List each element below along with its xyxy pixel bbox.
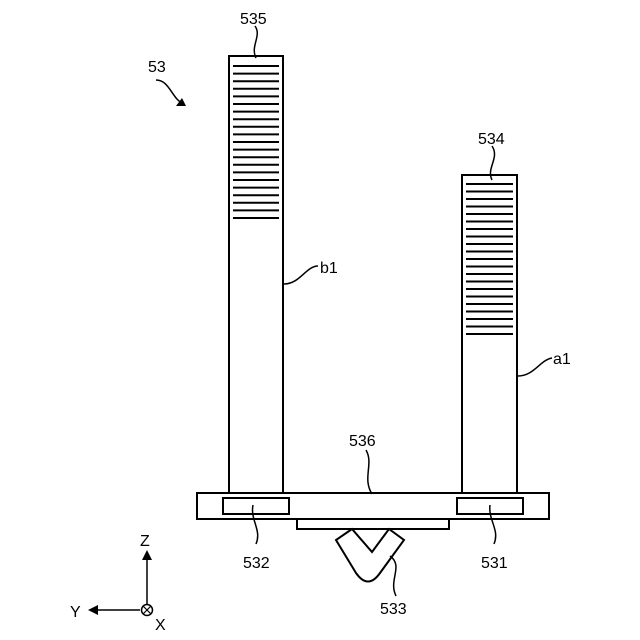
right-column-hatching — [466, 184, 513, 334]
axis-label-z: Z — [140, 533, 150, 550]
axis-label-x: X — [155, 617, 166, 634]
leader-b1 — [284, 266, 318, 284]
label-532: 532 — [243, 555, 270, 572]
z-axis-arrowhead — [142, 550, 152, 560]
y-axis-arrowhead — [88, 605, 98, 615]
leader-535 — [254, 26, 257, 58]
leader-536 — [366, 450, 372, 494]
assembly-arrow — [156, 80, 184, 104]
label-536: 536 — [349, 433, 376, 450]
left-column-hatching — [233, 66, 279, 218]
bottom-plate — [297, 519, 449, 529]
label-a1: a1 — [553, 351, 571, 368]
label-b1: b1 — [320, 260, 338, 277]
left-pad — [223, 498, 289, 514]
left-column — [229, 56, 283, 494]
label-assembly: 53 — [148, 59, 166, 76]
label-533: 533 — [380, 601, 407, 618]
label-534: 534 — [478, 131, 505, 148]
leader-533 — [390, 556, 396, 596]
leader-a1 — [518, 358, 552, 376]
label-531: 531 — [481, 555, 508, 572]
bottom-connector — [336, 529, 404, 582]
label-535: 535 — [240, 11, 267, 28]
axis-label-y: Y — [70, 604, 81, 621]
